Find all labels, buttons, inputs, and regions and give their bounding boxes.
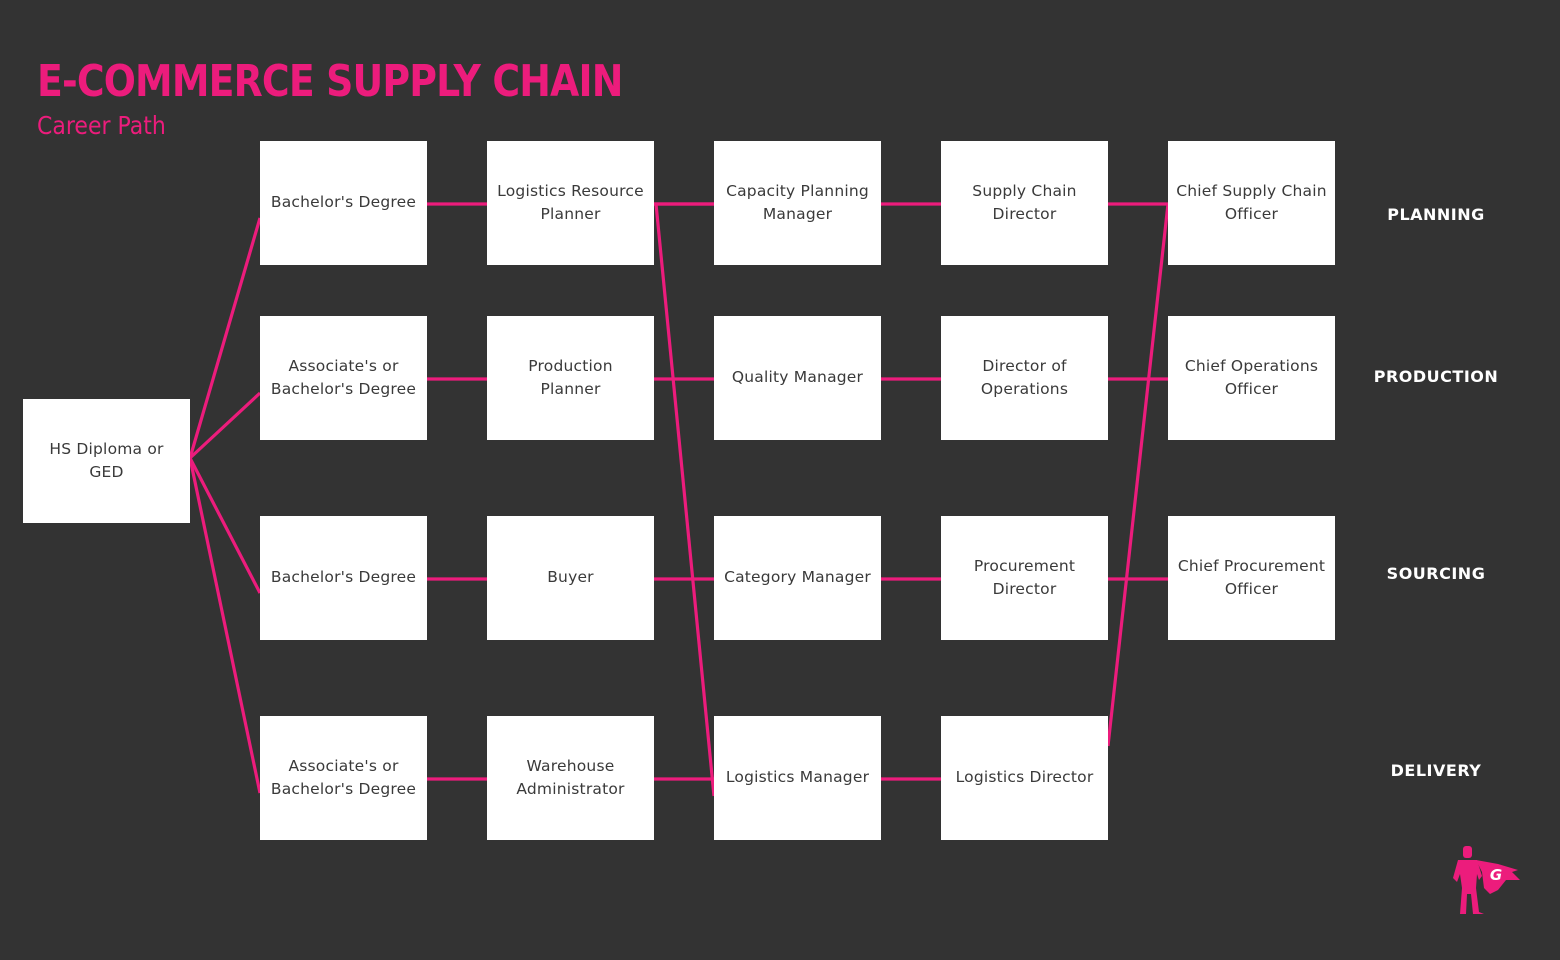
box-sourcing-education-text-line: Bachelor's Degree: [270, 567, 417, 586]
box-production-education-text-line: Bachelor's Degree: [270, 380, 417, 398]
box-sourcing-executive-text-line: Chief Procurement: [1177, 557, 1326, 575]
box-production-manager-label: Quality Manager: [732, 368, 863, 389]
box-planning-education-text-line: Bachelor's Degree: [270, 192, 417, 211]
box-delivery-entry-text-line: Warehouse: [526, 757, 615, 775]
logo-letter: G: [1490, 866, 1502, 884]
logo-figure: [1453, 846, 1520, 914]
box-planning-manager-text-line: Manager: [762, 205, 833, 223]
box-planning-executive-text-line: Officer: [1224, 205, 1279, 223]
page-subtitle: Career Path: [37, 111, 166, 140]
box-hs-diploma-text-line: HS Diploma or: [49, 440, 164, 458]
connector-start-to-sourcing: [188, 457, 262, 594]
box-hs-diploma: HS Diploma or GED: [23, 399, 190, 523]
box-hs-diploma-label: HS Diploma or GED: [49, 438, 163, 484]
box-sourcing-entry: Buyer: [487, 516, 654, 640]
box-production-education-label: Associate's or Bachelor's Degree: [271, 355, 416, 401]
box-sourcing-manager: Category Manager: [714, 516, 881, 640]
box-sourcing-education-label: Bachelor's Degree: [271, 568, 416, 589]
box-planning-education: Bachelor's Degree: [260, 141, 427, 265]
box-planning-director-text-line: Director: [992, 205, 1057, 223]
box-production-education: Associate's or Bachelor's Degree: [260, 316, 427, 440]
superhero-g-logo-icon: G: [1453, 846, 1520, 914]
box-sourcing-executive-text-line: Officer: [1224, 580, 1279, 598]
box-production-education-text-line: Associate's or: [288, 357, 399, 375]
box-delivery-education: Associate's or Bachelor's Degree: [260, 716, 427, 840]
box-production-director: Director of Operations: [941, 316, 1108, 440]
lane-label-production: PRODUCTION: [1373, 367, 1499, 386]
box-planning-entry-text-line: Logistics Resource: [497, 182, 644, 200]
box-production-manager: Quality Manager: [714, 316, 881, 440]
box-hs-diploma-text-line: GED: [89, 463, 124, 481]
box-production-executive-text-line: Chief Operations: [1184, 357, 1319, 375]
box-planning-education-label: Bachelor's Degree: [271, 193, 416, 214]
box-delivery-director-label: Logistics Director: [956, 768, 1094, 789]
box-delivery-entry-text-line: Administrator: [516, 780, 625, 798]
connector-cross-planner-to-logistics-manager: [654, 203, 716, 797]
box-delivery-education-label: Associate's or Bachelor's Degree: [271, 755, 416, 801]
box-delivery-manager-text-line: Logistics Manager: [725, 767, 870, 786]
box-production-director-label: Director of Operations: [981, 355, 1068, 401]
box-production-director-text-line: Operations: [980, 380, 1069, 398]
box-planning-executive-text-line: Chief Supply Chain: [1176, 182, 1327, 200]
connector-start-to-production: [188, 391, 262, 460]
box-sourcing-manager-label: Category Manager: [724, 568, 871, 589]
lane-label-planning: PLANNING: [1387, 205, 1485, 224]
box-planning-entry-text-line: Planner: [540, 205, 601, 223]
connector-start-to-delivery: [188, 457, 262, 794]
lane-label-delivery: DELIVERY: [1390, 761, 1482, 780]
box-sourcing-director-text-line: Director: [992, 580, 1057, 598]
box-sourcing-entry-label: Buyer: [547, 568, 594, 589]
connector-start-to-planning: [188, 217, 262, 459]
box-sourcing-manager-text-line: Category Manager: [724, 567, 871, 586]
box-planning-director-text-line: Supply Chain: [972, 182, 1077, 200]
box-delivery-education-text-line: Associate's or: [288, 757, 399, 775]
box-delivery-manager: Logistics Manager: [714, 716, 881, 840]
box-production-manager-text-line: Quality Manager: [731, 367, 864, 386]
box-planning-manager-text-line: Capacity Planning: [726, 182, 869, 200]
lane-label-sourcing: SOURCING: [1386, 564, 1486, 583]
box-delivery-director: Logistics Director: [941, 716, 1108, 840]
box-delivery-director-text-line: Logistics Director: [955, 767, 1094, 786]
box-production-executive-text-line: Officer: [1224, 380, 1279, 398]
box-production-entry-text-line: Planner: [540, 380, 601, 398]
box-sourcing-entry-text-line: Buyer: [547, 567, 594, 586]
box-delivery-manager-label: Logistics Manager: [726, 768, 869, 789]
page-title: E-COMMERCE SUPPLY CHAIN: [37, 56, 623, 107]
box-sourcing-director-text-line: Procurement: [973, 557, 1076, 575]
box-production-director-text-line: Director of: [982, 357, 1067, 375]
box-production-entry-text-line: Production: [528, 357, 613, 375]
box-delivery-education-text-line: Bachelor's Degree: [270, 780, 417, 798]
connector-cross-logistics-director-to-cscoo: [1106, 203, 1170, 747]
box-sourcing-education: Bachelor's Degree: [260, 516, 427, 640]
